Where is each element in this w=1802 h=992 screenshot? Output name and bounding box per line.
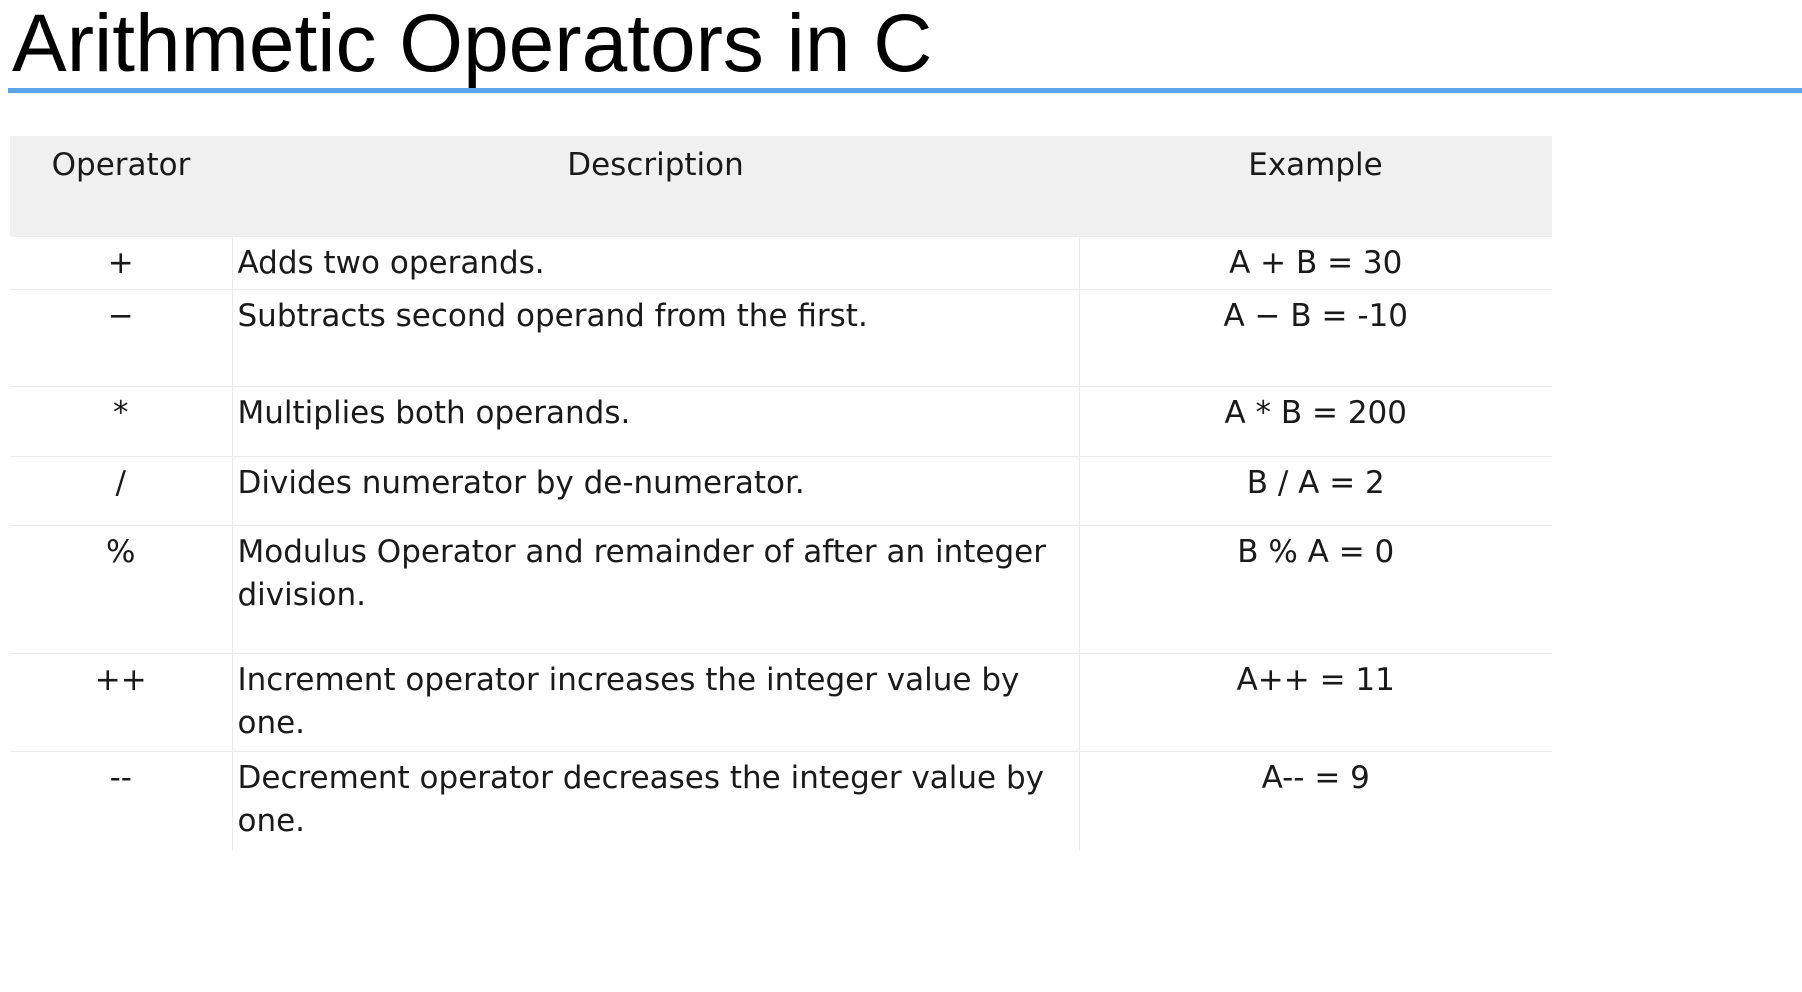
example-cell: A++ = 11 [1079, 652, 1552, 751]
header-description: Description [567, 147, 744, 183]
header-operator: Operator [51, 147, 191, 183]
example-cell: B / A = 2 [1079, 455, 1552, 525]
description-cell: Divides numerator by de-numerator. [232, 455, 1080, 525]
description-cell: Modulus Operator and remainder of after … [232, 524, 1080, 653]
operator-cell: ++ [10, 652, 233, 751]
operator-cell: * [10, 385, 233, 456]
table-row: ++ Increment operator increases the inte… [10, 652, 1552, 751]
operator-cell: -- [10, 750, 233, 851]
description-cell: Subtracts second operand from the first. [232, 288, 1080, 386]
operators-table: Operator Description Example + Adds two … [10, 136, 1552, 851]
description-cell: Multiplies both operands. [232, 385, 1080, 456]
page-title: Arithmetic Operators in C [12, 0, 933, 89]
operator-cell: / [10, 455, 233, 525]
operator-cell: − [10, 288, 233, 386]
title-underline [8, 88, 1802, 93]
table-row: + Adds two operands. A + B = 30 [10, 235, 1552, 289]
example-cell: A + B = 30 [1079, 235, 1552, 289]
table-row: -- Decrement operator decreases the inte… [10, 750, 1552, 851]
description-cell: Adds two operands. [232, 235, 1080, 289]
description-cell: Decrement operator decreases the integer… [232, 750, 1080, 851]
example-cell: B % A = 0 [1079, 524, 1552, 653]
table-row: * Multiplies both operands. A * B = 200 [10, 385, 1552, 456]
operator-cell: % [10, 524, 233, 653]
table-row: − Subtracts second operand from the firs… [10, 288, 1552, 386]
example-cell: A-- = 9 [1079, 750, 1552, 851]
example-cell: A * B = 200 [1079, 385, 1552, 456]
example-cell: A − B = -10 [1079, 288, 1552, 386]
description-cell: Increment operator increases the integer… [232, 652, 1080, 751]
table-body: + Adds two operands. A + B = 30 − Subtra… [10, 235, 1552, 851]
table-header: Operator Description Example [10, 136, 1552, 236]
table-row: / Divides numerator by de-numerator. B /… [10, 455, 1552, 525]
header-row: Operator Description Example [10, 136, 1552, 236]
header-example: Example [1248, 147, 1383, 183]
operator-cell: + [10, 235, 233, 289]
table-row: % Modulus Operator and remainder of afte… [10, 524, 1552, 653]
